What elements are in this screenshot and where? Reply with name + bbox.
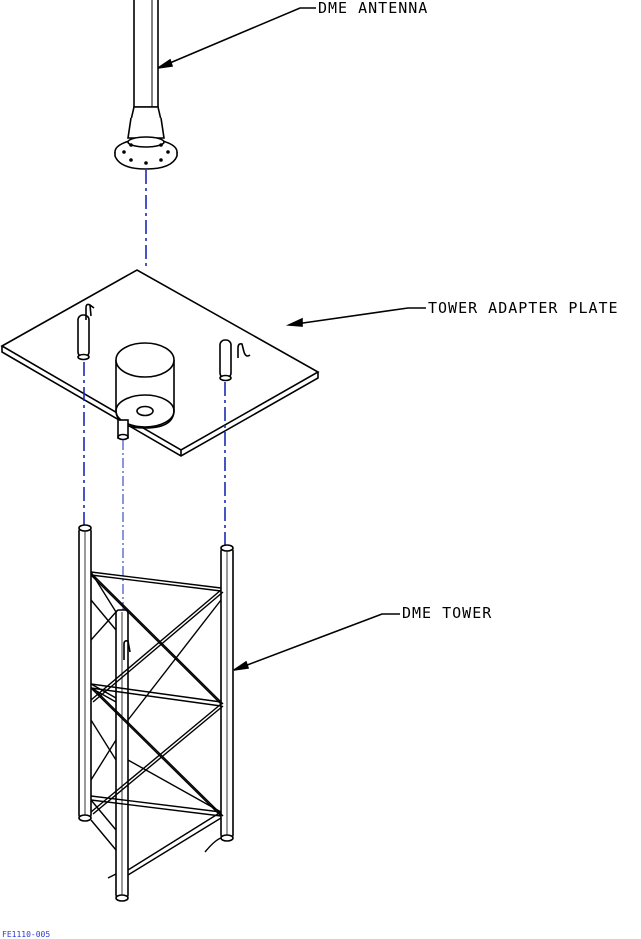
tower-horizontal-members xyxy=(91,572,221,816)
antenna-leader xyxy=(158,8,316,68)
dme-antenna xyxy=(115,0,177,169)
tower-leader xyxy=(234,614,400,670)
dme-tower xyxy=(79,525,233,901)
plate-leader xyxy=(289,308,426,326)
tower-adapter-plate-label: TOWER ADAPTER PLATE xyxy=(428,300,619,316)
tower-adapter-plate xyxy=(2,270,318,456)
dme-tower-label: DME TOWER xyxy=(402,605,492,621)
tower-diagonal-braces xyxy=(91,575,223,875)
dme-antenna-label: DME ANTENNA xyxy=(318,0,428,16)
